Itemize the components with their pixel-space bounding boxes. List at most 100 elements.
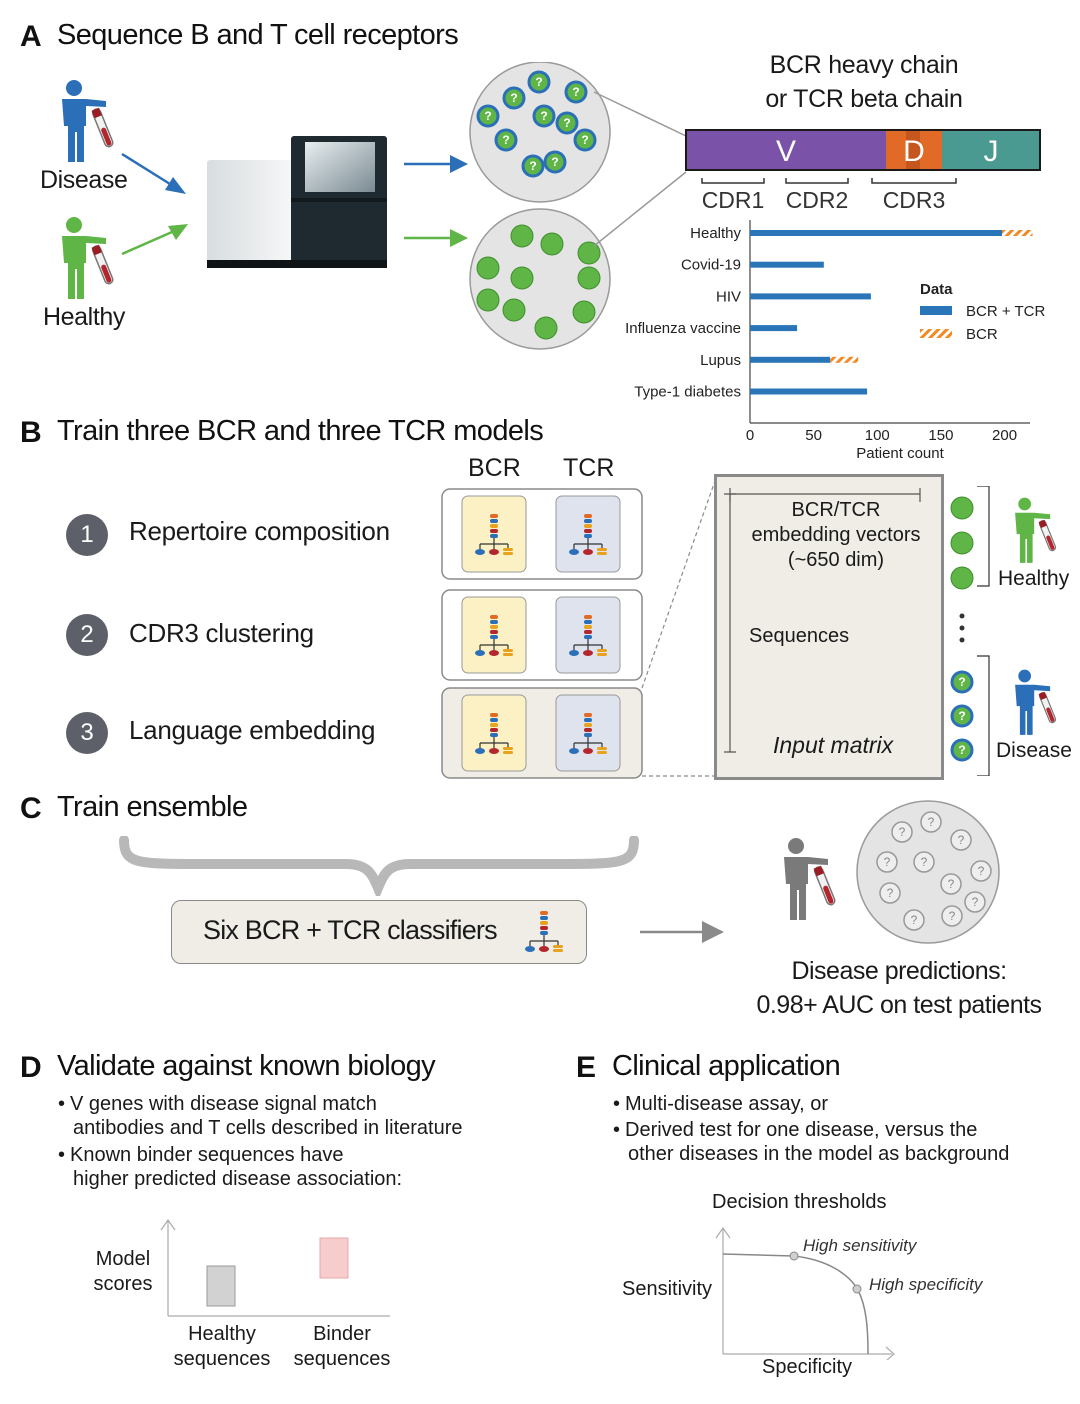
bar1-line1: Healthy	[188, 1323, 256, 1345]
e-bullet2-line2: other diseases in the model as backgroun…	[628, 1143, 1010, 1165]
disease-cell-mark: ?	[572, 85, 579, 99]
prediction-arrow	[640, 921, 724, 943]
category-label: Influenza vaccine	[625, 320, 741, 337]
healthy-sequences-label: Healthy sequences	[164, 1322, 280, 1372]
test-cell-mark: ?	[911, 913, 918, 927]
bar-healthy-series-0	[750, 230, 1002, 236]
col-bcr-header: BCR	[468, 454, 521, 482]
section-c-letter: C	[20, 792, 42, 825]
section-b-title: Train three BCR and three TCR models	[57, 415, 544, 447]
disease-cell-mark: ?	[958, 675, 965, 689]
e-bullet1: Multi-disease assay, or	[625, 1093, 829, 1115]
cdr3-label: CDR3	[883, 187, 946, 213]
model-scores-label: Model scores	[84, 1247, 162, 1297]
disease-person-icon-b	[1015, 669, 1057, 735]
model-box-tcr-2	[555, 596, 621, 674]
prediction-line2: 0.98+ AUC on test patients	[756, 991, 1042, 1019]
legend-title: Data	[920, 281, 953, 298]
test-cell-mark: ?	[958, 833, 965, 847]
disease-label: Disease	[40, 166, 128, 194]
matrix-axes	[724, 488, 921, 753]
disease-person-icon	[62, 80, 114, 162]
section-e-bullet1: •Multi-disease assay, or	[613, 1093, 829, 1115]
test-repertoire-circle: ? ? ? ? ? ? ? ? ? ? ?	[856, 800, 1000, 944]
healthy-sequences-bar	[206, 1265, 236, 1307]
model-grid	[441, 488, 643, 779]
sensitivity-label: Sensitivity	[622, 1278, 713, 1300]
chain-title: BCR heavy chain or TCR beta chain	[686, 48, 1042, 116]
classifier-box	[171, 900, 587, 964]
input-arrows	[121, 152, 188, 256]
x-tick-label: 0	[746, 427, 754, 444]
section-b-letter: B	[20, 416, 42, 449]
category-label: Lupus	[700, 352, 741, 369]
model-label-2: CDR3 clustering	[129, 618, 314, 648]
test-cell-mark: ?	[899, 825, 906, 839]
disease-cell-mark: ?	[484, 109, 491, 123]
model-box-bcr-1	[461, 495, 527, 573]
y-label-line1: Model	[95, 1248, 151, 1270]
bar-lupus-series-0	[750, 356, 831, 363]
d-bullet1-line1: V genes with disease signal match	[70, 1093, 377, 1115]
x-tick-label: 200	[992, 427, 1017, 444]
disease-cell-mark: ?	[510, 91, 517, 105]
vdj-chain-diagram: V D J CDR1 CDR2 CDR3	[685, 129, 1041, 213]
chain-title-line1: BCR heavy chain	[769, 51, 959, 79]
matrix-sequences-label: Sequences	[749, 625, 850, 647]
matrix-line2: embedding vectors	[751, 524, 921, 546]
bar-covid-19-series-0	[750, 261, 824, 268]
cdr1-label: CDR1	[702, 187, 765, 213]
section-e-title: Clinical application	[612, 1050, 841, 1082]
sequencer-machine-icon	[207, 136, 387, 268]
decision-thresholds-title: Decision thresholds	[712, 1191, 887, 1213]
classifier-tree-icon	[525, 911, 563, 952]
disease-cell-mark: ?	[958, 743, 965, 757]
model-box-bcr-2	[461, 596, 527, 674]
high-sensitivity-label: High sensitivity	[803, 1236, 917, 1255]
model-scores-plot	[160, 1218, 390, 1317]
legend-swatch-bcr	[920, 329, 952, 338]
test-cell-mark: ?	[978, 864, 985, 878]
disease-cell-mark: ?	[502, 133, 509, 147]
healthy-label: Healthy	[43, 303, 125, 331]
healthy-person-icon	[62, 217, 114, 299]
healthy-label-b: Healthy	[998, 567, 1070, 590]
disease-cell-mark: ?	[958, 709, 965, 723]
test-cell-mark: ?	[949, 909, 956, 923]
model-box-tcr-1	[555, 495, 621, 573]
high-specificity-label: High specificity	[869, 1275, 983, 1294]
disease-cell-mark: ?	[551, 155, 558, 169]
section-c-title: Train ensemble	[57, 791, 248, 823]
matrix-dashed-connector	[641, 477, 717, 777]
bar-healthy-series-1	[1002, 230, 1033, 236]
category-label: Healthy	[690, 225, 741, 242]
model-number-2: 2	[66, 614, 108, 656]
d-bullet2-line2: higher predicted disease association:	[73, 1168, 403, 1190]
specificity-label: Specificity	[762, 1356, 853, 1378]
legend-label-bcr-tcr: BCR + TCR	[966, 303, 1045, 320]
x-tick-label: 150	[928, 427, 953, 444]
bar2-line1: Binder	[313, 1323, 371, 1345]
disease-label-b: Disease	[996, 739, 1072, 762]
matrix-line1: BCR/TCR	[791, 499, 881, 521]
col-tcr-header: TCR	[563, 454, 615, 482]
sequence-cells-column: ? ? ?	[950, 486, 990, 776]
category-label: Covid-19	[681, 257, 741, 274]
legend-label-bcr: BCR	[966, 326, 998, 343]
unknown-person-icon	[784, 838, 836, 920]
output-arrows	[404, 155, 468, 247]
d-bullet1-line2: antibodies and T cells described in lite…	[73, 1117, 463, 1139]
high-sensitivity-point	[789, 1251, 799, 1261]
chart-x-label: Patient count	[856, 445, 944, 462]
roc-curve	[722, 1253, 869, 1355]
ensemble-brace	[119, 836, 639, 896]
test-cell-mark: ?	[887, 886, 894, 900]
disease-cell-mark: ?	[581, 133, 588, 147]
section-d-bullet1: •V genes with disease signal match antib…	[58, 1092, 518, 1140]
matrix-caption: Input matrix	[773, 732, 894, 758]
test-cell-mark: ?	[928, 815, 935, 829]
test-cell-mark: ?	[948, 877, 955, 891]
bar-type-1-diabetes-series-0	[750, 388, 868, 395]
chain-connector-lines	[593, 91, 687, 247]
